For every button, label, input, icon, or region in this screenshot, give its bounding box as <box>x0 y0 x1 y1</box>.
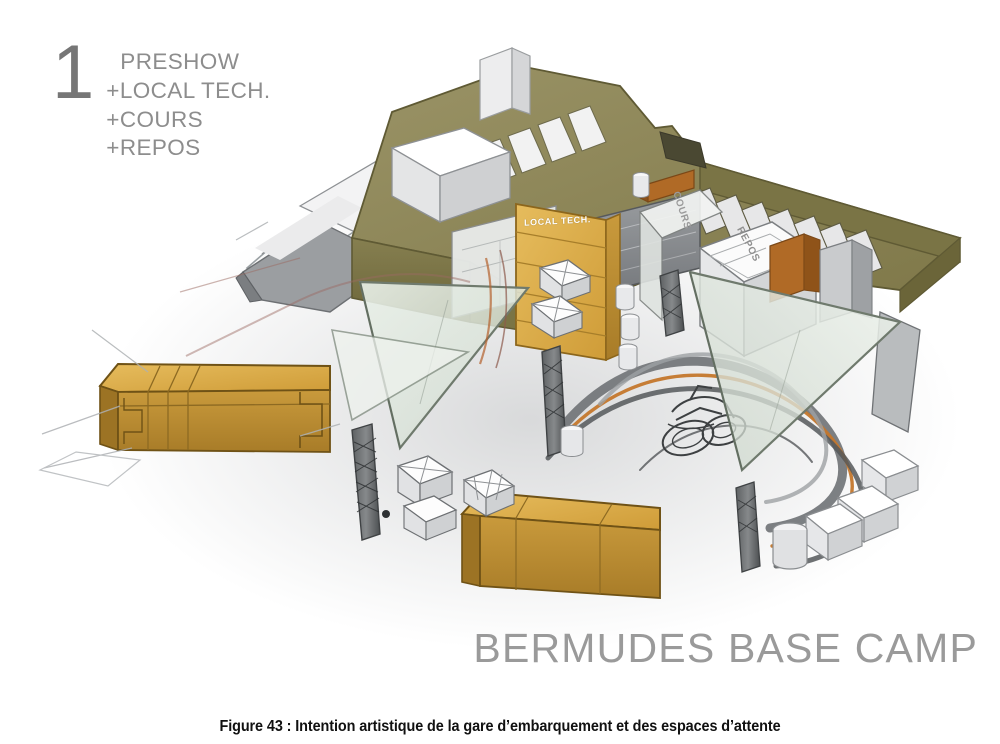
cylinder-group <box>560 172 808 570</box>
lattice-mast-far-right <box>735 481 761 573</box>
lattice-mast-left <box>351 423 381 541</box>
white-tower <box>479 47 531 121</box>
structure-cours <box>638 189 724 322</box>
canopy-sail-right <box>688 270 903 473</box>
dot-marker <box>382 510 390 518</box>
canopy-sail-small <box>330 329 471 422</box>
figure-caption: Figure 43 : Intention artistique de la g… <box>219 718 781 735</box>
lattice-mast-right <box>659 269 685 337</box>
ground-sketch-lines <box>38 221 471 487</box>
tent-cluster-mid <box>462 469 516 518</box>
gray-panels-right <box>819 239 921 433</box>
white-roof-block <box>390 127 512 224</box>
white-cube-cluster <box>804 449 920 562</box>
architectural-rendering: LOCAL TECH. COURS REPOS <box>38 47 962 650</box>
orange-container-rear <box>769 233 821 303</box>
accent-lines <box>478 249 508 369</box>
container-left-foreground <box>98 362 331 453</box>
tent-cluster-roof <box>530 259 592 340</box>
tent-cluster-left <box>396 455 458 541</box>
